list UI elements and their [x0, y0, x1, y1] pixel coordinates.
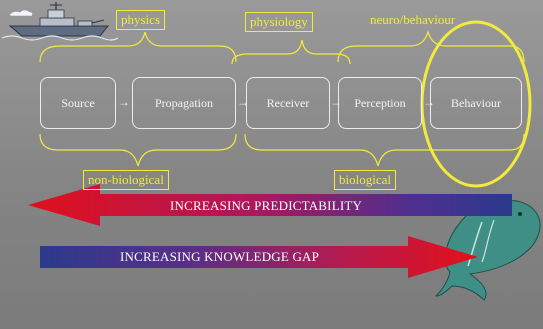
warship-icon	[1, 2, 119, 41]
header-neuro-behaviour: neuro/behaviour	[370, 12, 456, 27]
behaviour-highlight-ellipse	[420, 20, 532, 188]
brace-physiology	[231, 39, 351, 65]
arrow-perception-behaviour: →	[423, 95, 435, 109]
stage-behaviour: Behaviour	[430, 77, 522, 129]
stage-source: Source	[40, 77, 116, 129]
knowledge-gap-label: INCREASING KNOWLEDGE GAP	[120, 249, 320, 264]
label-non-biological: non-biological	[83, 170, 169, 190]
arrow-receiver-perception: →	[330, 95, 342, 109]
header-physiology: physiology	[245, 12, 313, 32]
predictability-arrow	[28, 184, 512, 226]
whale-icon	[434, 200, 541, 301]
header-physics: physics	[116, 10, 165, 30]
brace-biological	[244, 133, 525, 167]
stage-receiver: Receiver	[246, 77, 330, 129]
stage-perception: Perception	[338, 77, 422, 129]
stage-propagation: Propagation	[132, 77, 236, 129]
brace-non-biological	[39, 133, 237, 167]
brace-physics	[39, 31, 237, 63]
label-biological: biological	[334, 170, 396, 190]
predictability-label: INCREASING PREDICTABILITY	[170, 198, 363, 213]
arrow-source-propagation: →	[118, 95, 130, 109]
knowledge-gap-arrow	[40, 236, 478, 278]
